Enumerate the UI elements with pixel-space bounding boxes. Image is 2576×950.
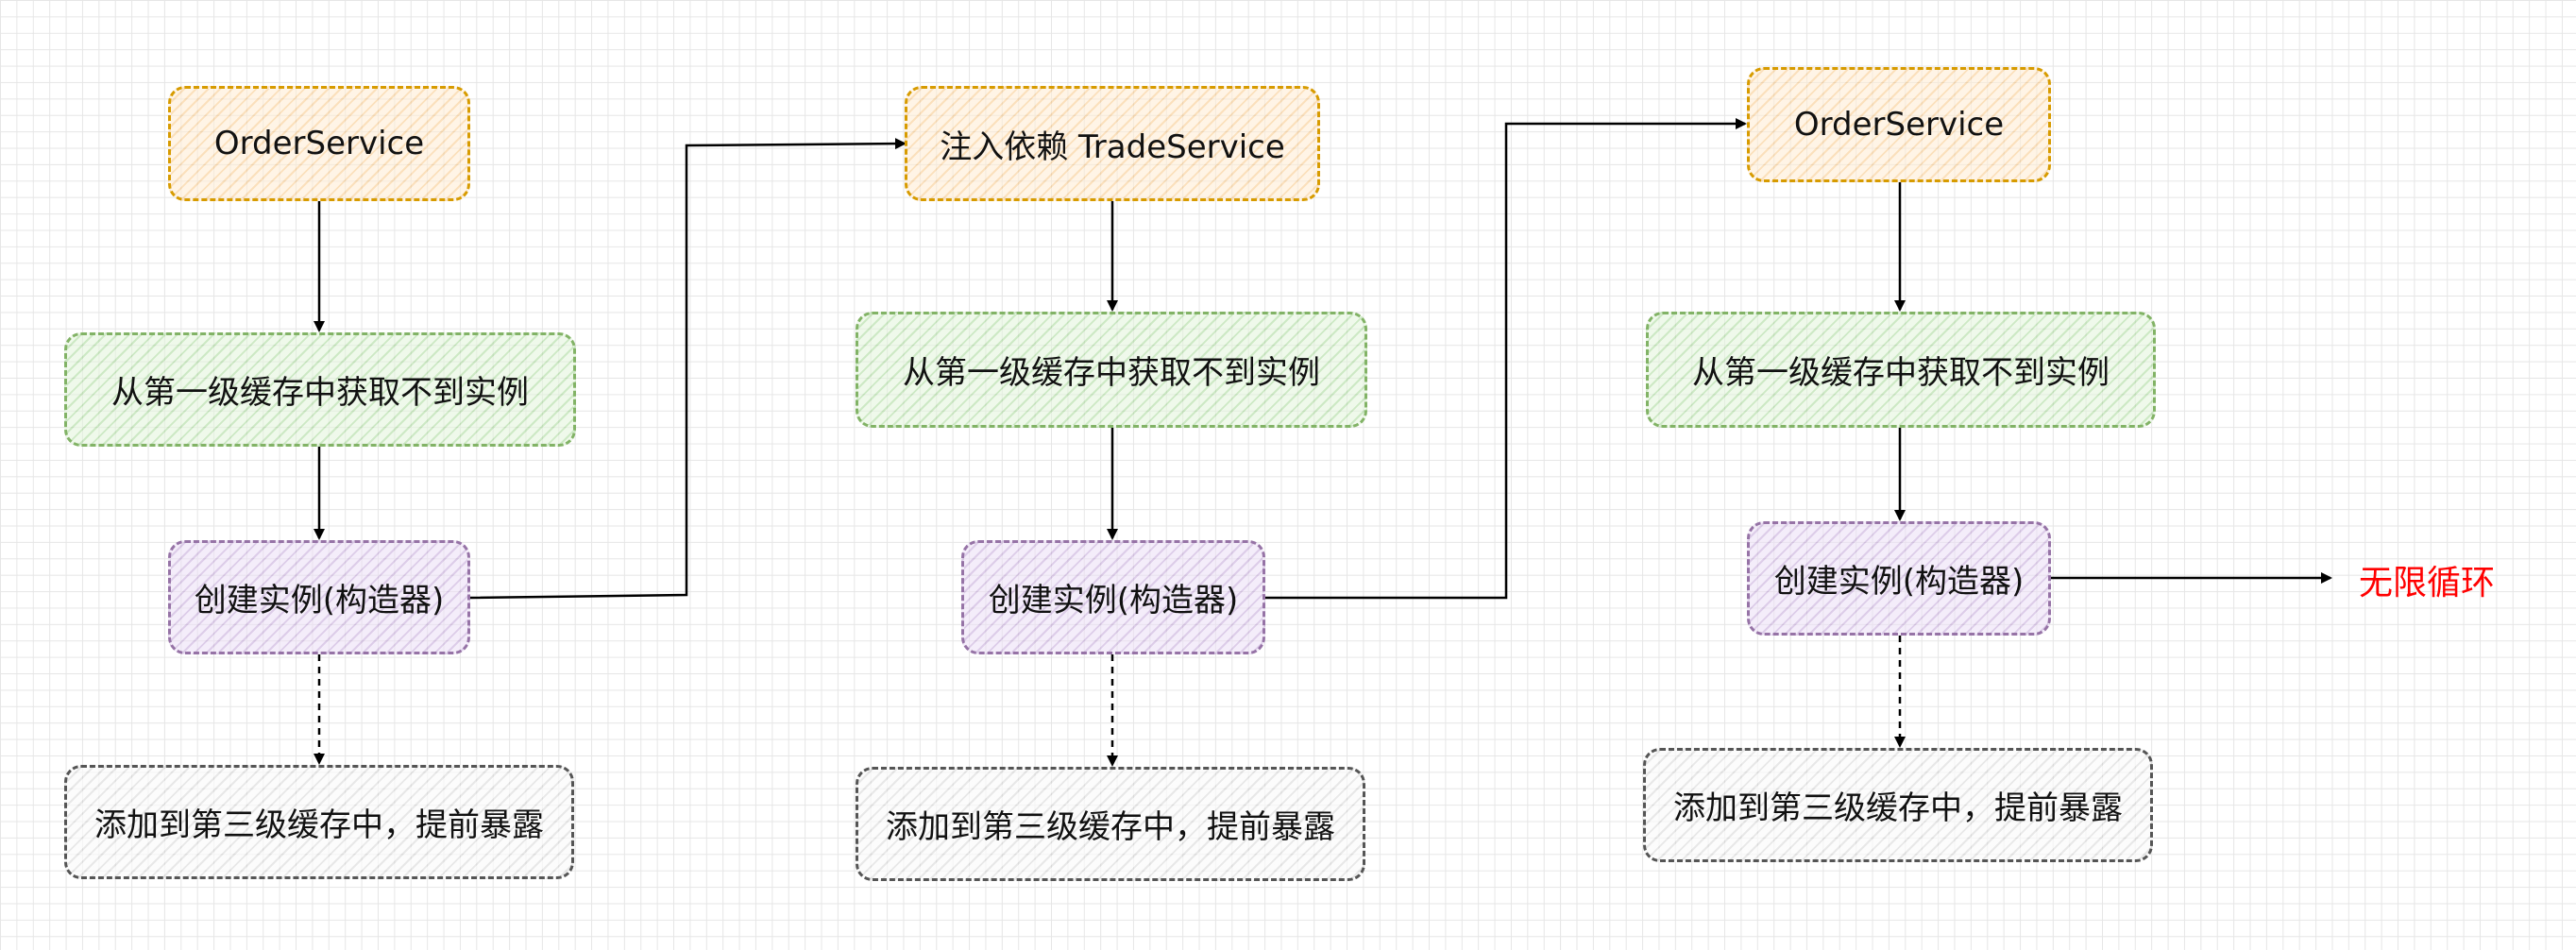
c2-create-node: 创建实例(构造器) — [961, 540, 1265, 654]
arrow-c2-to-c3 — [1265, 118, 1747, 600]
c3-create-label: 创建实例(构造器) — [1773, 563, 2025, 601]
c1-service-label: OrderService — [213, 125, 425, 162]
c1-cache-miss-label: 从第一级缓存中获取不到实例 — [111, 374, 529, 412]
c2-service-label: 注入依赖 TradeService — [940, 127, 1285, 166]
c2-expose-label: 添加到第三级缓存中，提前暴露 — [886, 808, 1335, 846]
c2-service-node: 注入依赖 TradeService — [905, 86, 1320, 201]
c3-service-node: OrderService — [1747, 67, 2051, 182]
c3-create-node: 创建实例(构造器) — [1747, 521, 2051, 636]
c1-create-label: 创建实例(构造器) — [194, 582, 445, 619]
c2-cache-miss-node: 从第一级缓存中获取不到实例 — [856, 312, 1367, 428]
c1-cache-miss-node: 从第一级缓存中获取不到实例 — [64, 332, 576, 447]
c1-create-node: 创建实例(构造器) — [168, 540, 470, 654]
c2-create-label: 创建实例(构造器) — [988, 582, 1239, 619]
c3-service-label: OrderService — [1793, 106, 2005, 144]
infinite-loop-label: 无限循环 — [2359, 564, 2496, 602]
c1-service-node: OrderService — [168, 86, 470, 201]
c1-expose-node: 添加到第三级缓存中，提前暴露 — [64, 765, 574, 879]
c3-expose-node: 添加到第三级缓存中，提前暴露 — [1643, 748, 2153, 862]
c2-expose-node: 添加到第三级缓存中，提前暴露 — [856, 767, 1365, 881]
c3-cache-miss-label: 从第一级缓存中获取不到实例 — [1692, 354, 2110, 392]
c3-expose-label: 添加到第三级缓存中，提前暴露 — [1673, 789, 2123, 827]
c2-cache-miss-label: 从第一级缓存中获取不到实例 — [903, 354, 1320, 392]
arrow-c1-to-c2 — [469, 138, 907, 600]
c3-cache-miss-node: 从第一级缓存中获取不到实例 — [1646, 312, 2156, 428]
c1-expose-label: 添加到第三级缓存中，提前暴露 — [94, 806, 544, 844]
